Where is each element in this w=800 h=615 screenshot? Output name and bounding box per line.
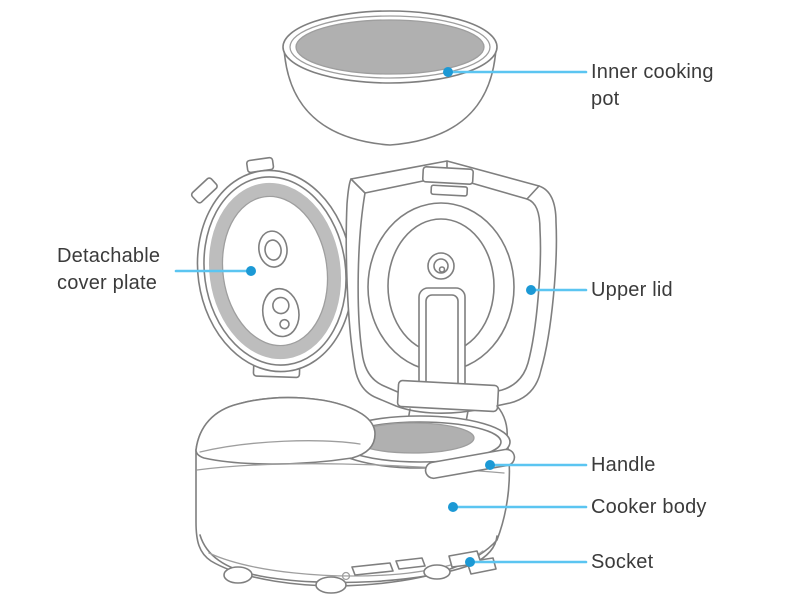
cover-plate-drawing bbox=[190, 156, 354, 379]
callout-leaders bbox=[174, 67, 588, 567]
leader-dot-inner-cooking-pot bbox=[443, 67, 453, 77]
upper-lid-drawing bbox=[345, 160, 558, 439]
label-handle: Handle bbox=[591, 454, 656, 476]
label-inner-cooking-pot: Inner cooking pot bbox=[591, 61, 714, 110]
leader-dot-cooker-body bbox=[448, 502, 458, 512]
label-cooker-body: Cooker body bbox=[591, 496, 707, 518]
leader-dot-detachable-cover-plate bbox=[246, 266, 256, 276]
label-detachable-cover-plate: Detachable cover plate bbox=[57, 245, 161, 294]
handle-drawing bbox=[424, 448, 516, 480]
control-panel-hump bbox=[195, 396, 376, 465]
cooker-body-drawing bbox=[195, 396, 516, 594]
leader-dot-upper-lid bbox=[526, 285, 536, 295]
inner-pot-drawing bbox=[282, 10, 498, 146]
leader-dot-socket bbox=[465, 557, 475, 567]
label-upper-lid: Upper lid bbox=[591, 279, 673, 301]
leader-dot-handle bbox=[485, 460, 495, 470]
label-socket: Socket bbox=[591, 551, 654, 573]
